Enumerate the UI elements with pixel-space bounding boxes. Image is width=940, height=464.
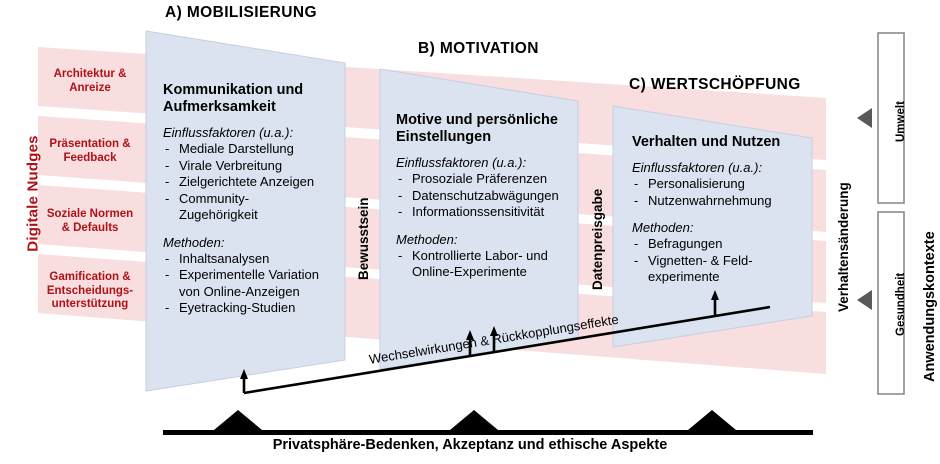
connector-label-datenpreisgabe: Datenpreisgabe xyxy=(590,188,605,290)
stage-factors-list-c: Personalisierung Nutzenwahrnehmung xyxy=(632,176,807,209)
list-item: Inhaltsanalysen xyxy=(163,251,339,268)
support-triangle-1 xyxy=(214,410,262,430)
list-item: Kontrollierte Labor- und Online-Experime… xyxy=(396,248,576,281)
foundation-bar xyxy=(163,410,813,435)
stage-methods-label-c: Methoden: xyxy=(632,220,694,235)
stage-title-b: B) MOTIVATION xyxy=(418,40,539,57)
context-box-gesundheit xyxy=(877,211,905,395)
nudge-band-label-2: Präsentation & Feedback xyxy=(49,138,131,164)
feedback-arrowheads xyxy=(240,290,719,379)
stage-methods-list-c: Befragungen Vignetten- & Feld- experimen… xyxy=(632,236,807,286)
stage-methods-label-b: Methoden: xyxy=(396,231,458,247)
foundation-line xyxy=(163,430,813,435)
feedback-branch-arrowhead xyxy=(490,326,498,336)
connector-label-bewusstsein: Bewusstsein xyxy=(356,197,371,280)
feedback-baseline xyxy=(243,305,771,395)
list-item: Virale Verbreitung xyxy=(163,158,339,175)
stage-body-c: Verhalten und Nutzen Einflussfaktoren (u… xyxy=(632,134,807,286)
stage-heading-a: Kommunikation und Aufmerksamkeit xyxy=(163,82,304,115)
stage-factors-label-c: Einflussfaktoren (u.a.): xyxy=(632,160,763,175)
stage-methods-list-b: Kontrollierte Labor- und Online-Experime… xyxy=(396,248,576,281)
nudge-band-label-1: Architektur & Anreize xyxy=(53,68,127,94)
stage-title-a: A) MOBILISIERUNG xyxy=(165,4,317,21)
stage-methods-list-a: Inhaltsanalysen Experimentelle Variation… xyxy=(163,251,339,317)
stage-methods-label-a: Methoden: xyxy=(163,234,225,250)
list-item: Mediale Darstellung xyxy=(163,141,339,158)
application-context-boxes xyxy=(857,32,905,395)
stage-factors-label-b: Einflussfaktoren (u.a.): xyxy=(396,155,527,170)
stage-body-a: Kommunikation und Aufmerksamkeit Einflus… xyxy=(163,82,339,317)
stage-factors-list-a: Mediale Darstellung Virale Verbreitung Z… xyxy=(163,141,339,224)
stage-factors-list-b: Prosoziale Präferenzen Datenschutzabwägu… xyxy=(396,171,576,221)
context-box-label-umwelt: Umwelt xyxy=(895,101,907,142)
anwendungskontexte-axis-label: Anwendungskontexte xyxy=(922,231,938,382)
list-item: Befragungen xyxy=(632,236,807,253)
context-arrow-gesundheit xyxy=(857,290,872,310)
nudge-band-label-4: Gamification & Entscheidungs- unterstütz… xyxy=(46,271,134,310)
list-item: Prosoziale Präferenzen xyxy=(396,171,576,188)
list-item: Zielgerichtete Anzeigen xyxy=(163,174,339,191)
list-item: Eyetracking-Studien xyxy=(163,300,339,317)
stage-body-b: Motive und persönliche Einstellungen Ein… xyxy=(396,112,576,281)
connector-label-verhaltensaenderung: Verhaltensänderung xyxy=(836,182,851,312)
list-item: Datenschutzabwägungen xyxy=(396,188,576,205)
list-item: Nutzenwahrnehmung xyxy=(632,193,807,210)
nudge-band-label-3: Soziale Normen & Defaults xyxy=(46,208,134,234)
support-triangle-2 xyxy=(450,410,498,430)
feedback-arrowhead-b xyxy=(466,330,474,340)
feedback-arrowhead-a xyxy=(240,369,248,379)
list-item: Personalisierung xyxy=(632,176,807,193)
list-item: Experimentelle Variation von Online-Anze… xyxy=(163,267,339,300)
list-item: Vignetten- & Feld- experimente xyxy=(632,253,807,286)
feedback-arrows xyxy=(242,298,771,395)
context-box-label-gesundheit: Gesundheit xyxy=(895,272,907,336)
list-item: Informationssensitivität xyxy=(396,204,576,221)
support-triangle-3 xyxy=(688,410,736,430)
feedback-arrowhead-c xyxy=(711,290,719,300)
stage-heading-c: Verhalten und Nutzen xyxy=(632,134,781,150)
stage-heading-b: Motive und persönliche Einstellungen xyxy=(396,112,558,145)
stage-title-c: C) WERTSCHÖPFUNG xyxy=(629,76,801,93)
stage-panel-c xyxy=(612,105,813,348)
stage-factors-label-a: Einflussfaktoren (u.a.): xyxy=(163,125,294,140)
context-arrow-umwelt xyxy=(857,108,872,128)
foundation-label: Privatsphäre-Bedenken, Akzeptanz und eth… xyxy=(272,437,668,453)
context-box-umwelt xyxy=(877,32,905,204)
list-item: Community- Zugehörigkeit xyxy=(163,191,339,224)
